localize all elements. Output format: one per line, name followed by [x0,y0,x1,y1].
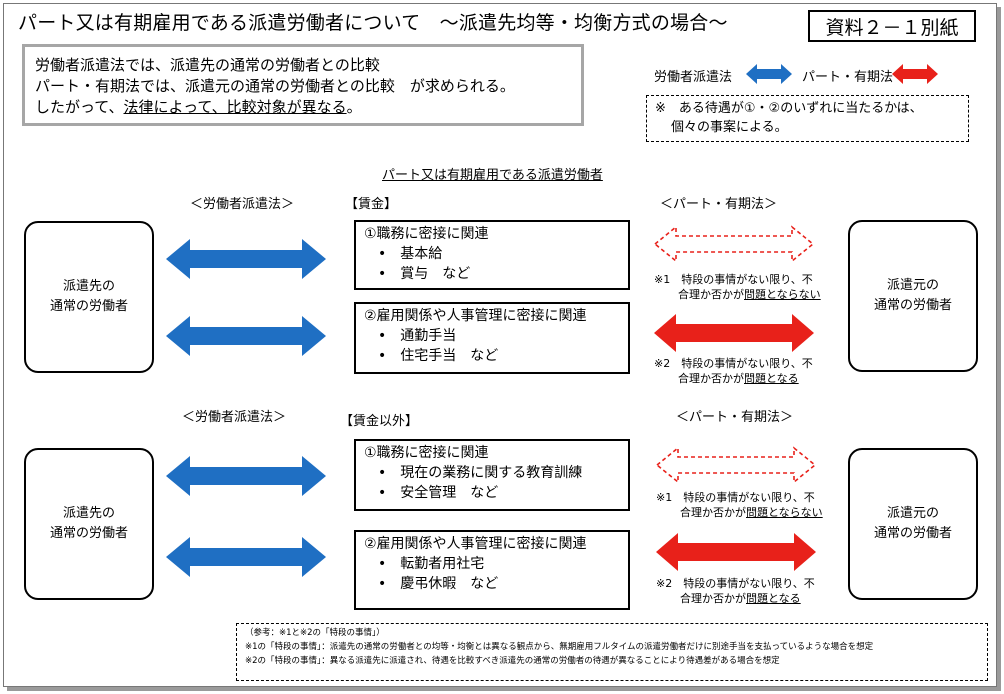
section1-red-arrow-icon [654,314,814,352]
right-box-line-1: 派遣元の [886,278,939,293]
note2-line-2-underlined: 問題となる [746,592,801,605]
section1-item2-box: ②雇用関係や人事管理に密接に関連 • 通勤手当 • 住宅手当 など [354,302,630,374]
document-badge: 資料２－１別紙 [808,10,976,42]
section2-note1: ※1 特段の事情がない限り、不 合理か否かが問題とならない [656,490,823,520]
left-box-line-2: 通常の労働者 [49,526,128,541]
section1-right-law: ＜パート・有期法＞ [660,197,778,212]
legend-part-label: パート・有期法 [802,70,894,85]
section1-category: 【賃金】 [345,197,398,212]
item-heading: ①職務に密接に関連 [364,445,489,461]
item-heading: ②雇用関係や人事管理に密接に関連 [364,308,587,324]
section2-note2: ※2 特段の事情がない限り、不 合理か否かが問題となる [656,576,815,606]
note2-line-1: ※2 特段の事情がない限り、不 [656,577,815,590]
section1-right-box: 派遣元の通常の労働者 [848,220,978,372]
footnote-line-1: ※1の「特段の事情」：派遣先の通常の労働者との均等・均衡とは異なる観点から、無期… [245,642,874,652]
item-heading: ①職務に密接に関連 [364,226,489,242]
section2-blue-arrow-1-icon [166,456,326,496]
item-bullet: • 慶弔休暇 など [378,576,499,592]
legend-red-arrow-icon [892,64,938,84]
note1-line-2: 合理か否かが問題とならない [656,505,823,520]
page-title: パート又は有期雇用である派遣労働者について ～派遣先均等・均衡方式の場合～ [18,12,728,34]
legend-blue-arrow-icon [746,64,792,84]
note1-line-2-prefix: 合理か否かが [680,506,746,519]
section1-blue-arrow-1-icon [166,239,326,279]
note-line-1: ※ ある待遇が①・②のいずれに当たるかは、 [655,101,923,116]
note1-line-2: 合理か否かが問題とならない [654,287,821,302]
left-box-line-2: 通常の労働者 [49,299,128,314]
note2-line-1: ※2 特段の事情がない限り、不 [654,357,813,370]
section2-category: 【賃金以外】 [340,414,419,429]
section2-right-box: 派遣元の通常の労働者 [848,448,978,600]
item-bullet: • 現在の業務に関する教育訓練 [378,465,583,481]
note1-line-2-underlined: 問題とならない [746,506,823,519]
intro-line-1: 労働者派遣法では、派遣先の通常の労働者との比較 [35,56,380,74]
item-bullet: • 基本給 [378,246,443,262]
note2-line-2-underlined: 問題となる [744,372,799,385]
note2-line-2: 合理か否かが問題となる [656,591,815,606]
left-box-line-1: 派遣先の [62,506,115,521]
section2-red-dashed-arrow-icon [655,446,817,484]
item-heading: ②雇用関係や人事管理に密接に関連 [364,536,587,552]
item-bullet: • 転勤者用社宅 [378,556,485,572]
legend: 労働者派遣法 パート・有期法 [654,62,984,86]
intro-line-3-underlined: 法律によって、比較対象が異なる [123,98,347,116]
section2-left-box: 派遣先の通常の労働者 [24,448,154,600]
reference-footnote-box: （参考：※1と※2の「特段の事情」） ※1の「特段の事情」：派遣先の通常の労働者… [236,623,988,681]
note1-line-1: ※1 特段の事情がない限り、不 [654,273,813,286]
section1-note1: ※1 特段の事情がない限り、不 合理か否かが問題とならない [654,272,821,302]
intro-line-3-suffix: 。 [346,98,362,116]
section1-left-box: 派遣先の通常の労働者 [24,221,154,373]
left-box-line-1: 派遣先の [62,279,115,294]
note2-line-2-prefix: 合理か否かが [678,372,744,385]
section2-left-law: ＜労働者派遣法＞ [182,410,287,425]
intro-line-2: パート・有期法では、派遣元の通常の労働者との比較 が求められる。 [35,77,515,95]
note-line-2: 個々の事案による。 [671,120,788,135]
section1-blue-arrow-2-icon [166,316,326,356]
note1-line-2-prefix: 合理か否かが [678,288,744,301]
note2-line-2-prefix: 合理か否かが [680,592,746,605]
section1-item1-box: ①職務に密接に関連 • 基本給 • 賞与 など [354,220,630,290]
intro-line-3-prefix: したがって、 [35,98,124,116]
section2-item2-box: ②雇用関係や人事管理に密接に関連 • 転勤者用社宅 • 慶弔休暇 など [354,530,630,610]
item-bullet: • 住宅手当 など [378,348,499,364]
section2-blue-arrow-2-icon [166,537,326,577]
right-box-line-2: 通常の労働者 [873,526,952,541]
note1-line-1: ※1 特段の事情がない限り、不 [656,491,815,504]
note1-line-2-underlined: 問題とならない [744,288,821,301]
section1-note2: ※2 特段の事情がない限り、不 合理か否かが問題となる [654,356,813,386]
center-title: パート又は有期雇用である派遣労働者 [382,168,603,183]
legend-dispatch-label: 労働者派遣法 [654,70,733,85]
item-bullet: • 安全管理 など [378,485,499,501]
item-bullet: • 賞与 など [378,266,471,282]
intro-box: 労働者派遣法では、派遣先の通常の労働者との比較 パート・有期法では、派遣元の通常… [22,44,584,126]
footnote-heading: （参考：※1と※2の「特段の事情」） [245,628,385,638]
section1-red-dashed-arrow-icon [653,225,815,263]
note-box: ※ ある待遇が①・②のいずれに当たるかは、 個々の事案による。 [646,95,969,142]
item-bullet: • 通勤手当 [378,328,457,344]
right-box-line-2: 通常の労働者 [873,298,952,313]
footnote-line-2: ※2の「特段の事情」：異なる派遣先に派遣され、待遇を比較すべき派遣先の通常の労働… [245,656,780,666]
section2-right-law: ＜パート・有期法＞ [676,410,794,425]
right-box-line-1: 派遣元の [886,506,939,521]
section2-item1-box: ①職務に密接に関連 • 現在の業務に関する教育訓練 • 安全管理 など [354,439,630,511]
section1-left-law: ＜労働者派遣法＞ [190,197,295,212]
note2-line-2: 合理か否かが問題となる [654,371,813,386]
intro-line-3: したがって、法律によって、比較対象が異なる。 [35,97,571,118]
section2-red-arrow-icon [656,533,816,571]
